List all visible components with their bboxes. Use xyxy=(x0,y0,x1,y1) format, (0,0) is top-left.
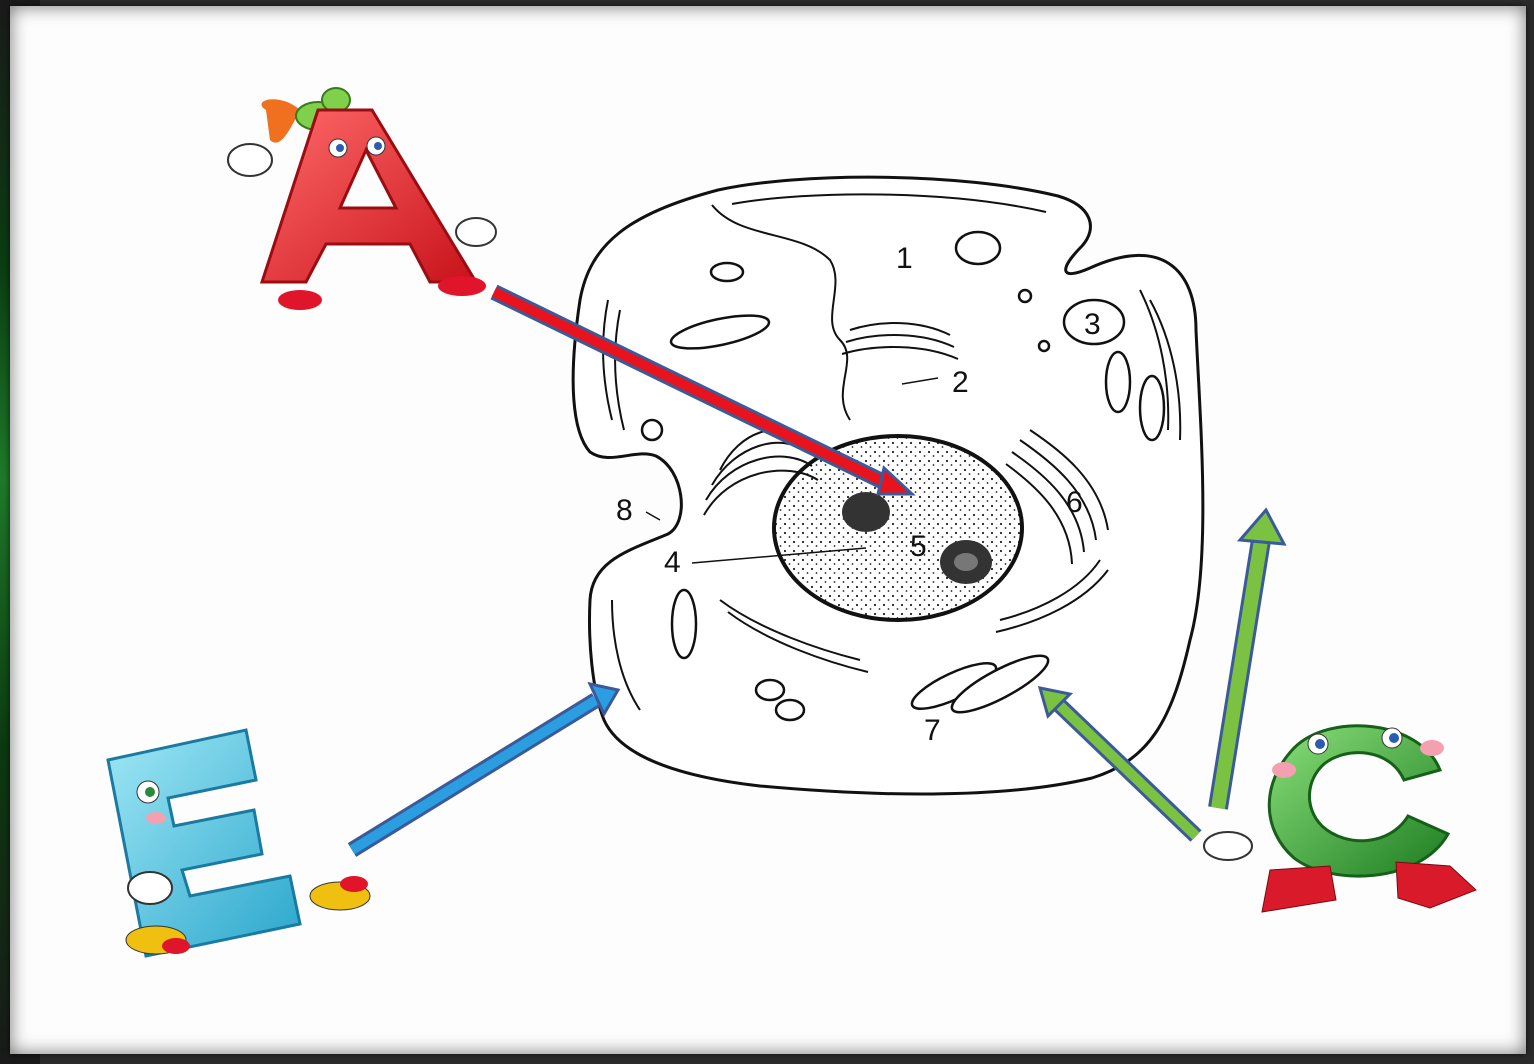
cell-label-8: 8 xyxy=(616,494,633,527)
a-hand-left xyxy=(228,144,272,176)
e-letter-shape xyxy=(108,730,300,956)
a-letter-shape xyxy=(262,110,476,282)
cell-label-6: 6 xyxy=(1066,486,1083,519)
cell-label-2: 2 xyxy=(952,366,969,399)
e-hand xyxy=(128,872,172,904)
c-letter-text: C xyxy=(0,0,1,1)
cell-label-1: 1 xyxy=(896,242,913,275)
nucleolus-1 xyxy=(842,492,890,532)
arrow-c-up xyxy=(1218,510,1284,808)
cell-label-4: 4 xyxy=(664,546,681,579)
c-cheek-left xyxy=(1272,762,1296,778)
a-shoe-left xyxy=(278,290,322,310)
e-cheek xyxy=(146,812,166,824)
c-hand xyxy=(1204,832,1252,860)
a-letter-text: A xyxy=(0,0,1,1)
arrow-e-to-membrane xyxy=(352,684,618,850)
cell-label-3: 3 xyxy=(1084,308,1101,341)
nucleus xyxy=(774,436,1022,620)
c-boot-left xyxy=(1262,866,1336,912)
c-boot-right xyxy=(1396,862,1476,908)
character-a: A xyxy=(0,0,496,310)
c-cheek-right xyxy=(1420,740,1444,756)
a-hair xyxy=(261,99,300,142)
cell-label-7: 7 xyxy=(924,714,941,747)
a-hand-right xyxy=(456,218,496,246)
e-letter-text: E xyxy=(0,0,1,1)
cell-label-5: 5 xyxy=(910,530,927,563)
nucleolus-2-core xyxy=(954,553,978,571)
a-shoe-right xyxy=(438,276,486,296)
a-bow-top xyxy=(322,88,350,112)
